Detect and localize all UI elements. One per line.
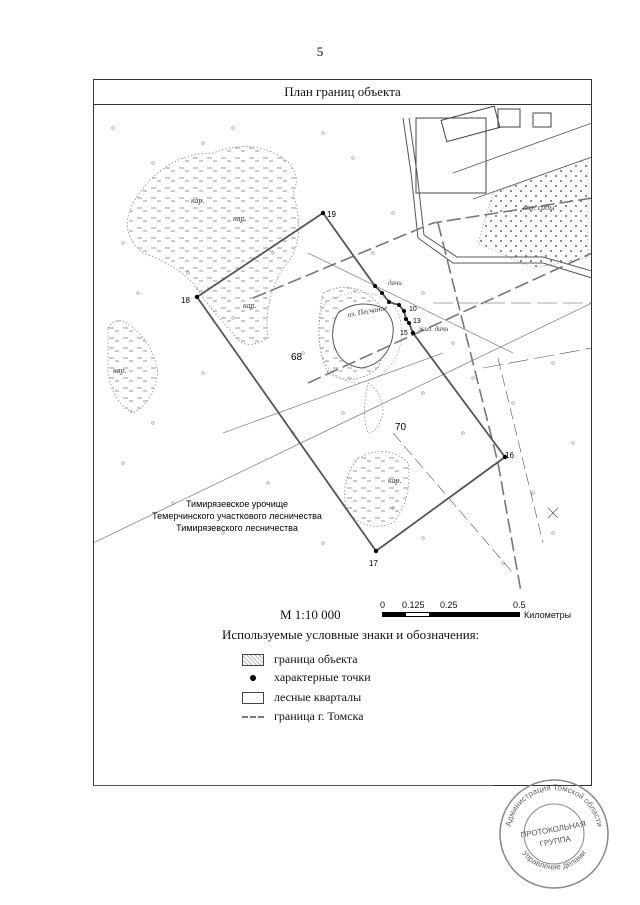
map-title: План границ объекта <box>94 80 591 105</box>
scale-tick-025: 0.25 <box>440 600 458 610</box>
legend-item-object-boundary: граница объекта <box>240 652 358 667</box>
legend-title: Используемые условные знаки и обозначени… <box>222 627 480 642</box>
hatched-box-icon <box>240 653 266 666</box>
frame-bottom-line <box>93 785 493 786</box>
page-number: 5 <box>316 44 324 59</box>
forest-quarter-lines <box>94 252 591 543</box>
legend-label: лесные кварталы <box>274 690 362 704</box>
point-label-18: 18 <box>181 296 190 305</box>
scale-unit: Километры <box>524 610 572 620</box>
legend-label: характерные точки <box>274 670 371 684</box>
legend-label: граница объекта <box>274 652 358 666</box>
scale-label: М 1:10 000 <box>280 607 341 622</box>
label-dacha-2: жил. дачи <box>418 325 449 333</box>
label-marsh-4: кар. <box>388 476 402 485</box>
point-label-15: 15 <box>400 330 408 337</box>
point-label-10: 10 <box>409 306 417 313</box>
label-dacha-1: дачи <box>388 279 402 287</box>
point-label-19: 19 <box>327 210 336 219</box>
cross-marker-icon <box>547 507 559 519</box>
stamp-ring-top: Администрация Томской области <box>504 783 605 828</box>
scale-bar <box>382 612 520 617</box>
legend-item-quarters: лесные кварталы <box>240 690 361 705</box>
forestry-label-1: Тимирязевское урочище <box>186 499 288 509</box>
forestry-label-3: Тимирязевского лесничества <box>176 523 298 533</box>
point-label-13: 13 <box>413 318 421 325</box>
scale-tick-0125: 0.125 <box>402 600 425 610</box>
forestry-label-2: Темерчинского участкового лесничества <box>152 511 322 521</box>
point-label-16: 16 <box>505 451 514 460</box>
stamp-seal: Администрация Томской области Управление… <box>499 779 609 889</box>
legend-item-points: характерные точки <box>240 670 371 685</box>
quarter-number-68: 68 <box>291 352 303 363</box>
gardens-area <box>415 105 589 269</box>
roads <box>392 117 591 574</box>
dot-icon <box>240 672 266 684</box>
box-icon <box>240 691 266 704</box>
dash-icon <box>240 711 266 723</box>
label-gardens: кол. сады <box>523 203 555 212</box>
label-marsh-2: кар. <box>233 214 247 223</box>
quarter-number-70: 70 <box>395 422 407 433</box>
label-marsh-3: кар. <box>113 366 127 375</box>
characteristic-points <box>194 210 508 554</box>
scale-tick-05: 0.5 <box>513 600 526 610</box>
label-marsh-5: кар. <box>243 301 257 310</box>
legend-label: граница г. Томска <box>274 709 364 723</box>
scale-tick-0: 0 <box>380 600 386 610</box>
label-marsh: кар. <box>191 196 205 205</box>
stamp-center-line-2: ГРУППА <box>539 834 572 848</box>
legend-item-city-boundary: граница г. Томска <box>240 709 364 724</box>
lake-peschanoe <box>318 292 403 384</box>
point-label-17: 17 <box>369 559 378 568</box>
map-canvas: 19 18 10 13 15 16 17 68 70 кар. кар. кар… <box>94 105 591 591</box>
